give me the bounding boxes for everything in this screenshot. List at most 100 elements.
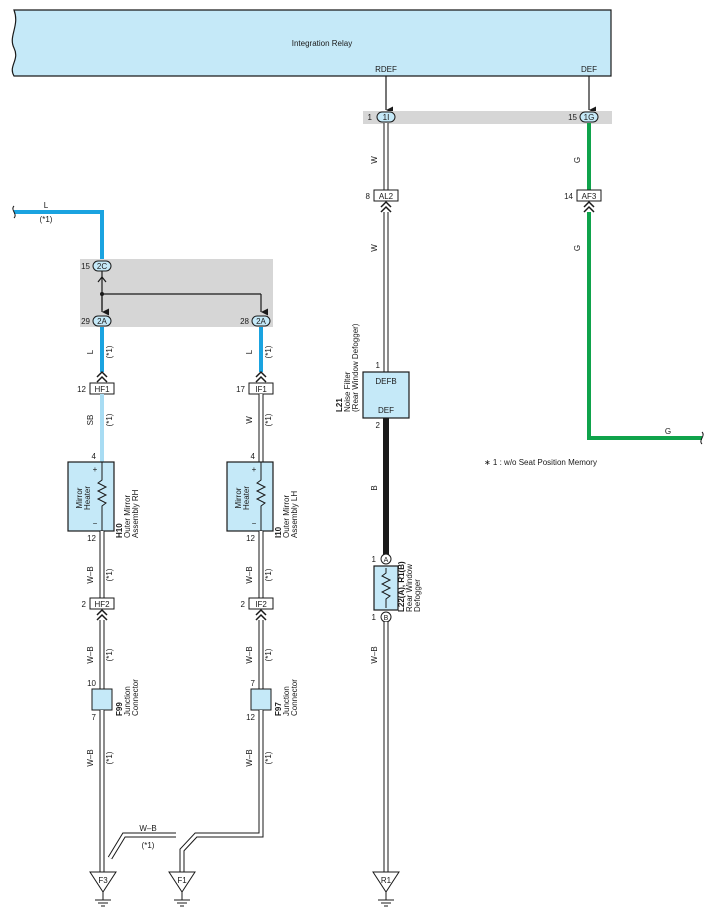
svg-text:F1: F1 <box>177 876 187 885</box>
def-wire-2-label: G <box>573 245 582 251</box>
rh-wire-2-note: (*1) <box>105 413 114 426</box>
def-wire-2 <box>587 212 702 440</box>
svg-text:Mirror: Mirror <box>234 487 243 508</box>
connector-hf1: HF1 12 <box>77 382 115 395</box>
svg-text:F99: F99 <box>115 702 124 716</box>
svg-text:12: 12 <box>246 713 255 722</box>
svg-text:Defogger: Defogger <box>413 579 422 612</box>
svg-text:(Rear Window Defogger): (Rear Window Defogger) <box>351 323 360 412</box>
noise-filter-l21: DEFB DEF L21 Noise Filter (Rear Window D… <box>335 323 410 419</box>
svg-text:1: 1 <box>372 555 377 564</box>
junction-block <box>363 111 612 124</box>
junction-connector-f99: 10 7 F99 Junction Connector <box>87 679 140 722</box>
connector-1i: 1I 1 <box>368 111 396 123</box>
rh-wire-4-label: W–B <box>86 646 95 663</box>
svg-text:Assembly LH: Assembly LH <box>290 491 299 538</box>
lh-wire-2-label: W <box>245 416 254 424</box>
connector-af3: AF3 14 <box>564 189 602 213</box>
svg-text:Connector: Connector <box>131 679 140 716</box>
merge-wire <box>107 832 176 860</box>
lh-wire-4-note: (*1) <box>264 648 273 661</box>
rdef-wire-3-label: B <box>370 485 379 490</box>
svg-text:17: 17 <box>236 385 245 394</box>
svg-text:2C: 2C <box>97 262 107 271</box>
rdef-wire-4-label: W–B <box>370 646 379 663</box>
svg-text:I10: I10 <box>274 526 283 538</box>
lh-wire-3-label: W–B <box>245 566 254 583</box>
connector-hf2: HF2 2 <box>82 597 115 621</box>
svg-text:Outer Mirror: Outer Mirror <box>282 495 291 538</box>
svg-text:Assembly RH: Assembly RH <box>131 489 140 538</box>
def-wire-break <box>700 431 704 445</box>
rh-wire-3-note: (*1) <box>105 568 114 581</box>
connector-1g: 1G 15 <box>568 111 599 123</box>
def-wire-3-label: G <box>665 427 671 436</box>
merge-wire-note: (*1) <box>142 841 155 850</box>
rh-heater-pin-top: 4 <box>92 452 97 461</box>
svg-text:H10: H10 <box>115 523 124 538</box>
rh-wire-1-label: L <box>86 349 95 354</box>
rh-wire-1-note: (*1) <box>105 345 114 358</box>
svg-text:DEF: DEF <box>378 406 394 415</box>
svg-text:Connector: Connector <box>290 679 299 716</box>
svg-text:F97: F97 <box>274 702 283 716</box>
svg-text:L22(A), R1(B): L22(A), R1(B) <box>397 561 406 612</box>
svg-text:AL2: AL2 <box>379 192 394 201</box>
svg-text:1I: 1I <box>383 113 390 122</box>
svg-text:7: 7 <box>251 679 256 688</box>
svg-text:10: 10 <box>87 679 96 688</box>
rh-wire-5-note: (*1) <box>105 751 114 764</box>
svg-text:+: + <box>93 465 98 474</box>
joint-wiring <box>97 271 269 316</box>
relay-rdef-label: RDEF <box>375 65 397 74</box>
ground-r1: R1 <box>372 871 400 907</box>
joint-block <box>80 259 273 327</box>
relay-def-label: DEF <box>581 65 597 74</box>
svg-text:1: 1 <box>372 613 377 622</box>
connector-2c: 2C 15 <box>81 260 112 272</box>
svg-text:B: B <box>384 615 389 622</box>
connector-2a-rh: 2A 29 <box>81 315 112 327</box>
mirror-heater-lh: + − Mirror Heater I10 Outer Mirror Assem… <box>226 461 299 538</box>
svg-text:12: 12 <box>77 385 86 394</box>
svg-text:IF1: IF1 <box>255 385 267 394</box>
rh-wire-5-label: W–B <box>86 749 95 766</box>
left-feed-break <box>12 205 16 219</box>
svg-text:29: 29 <box>81 317 90 326</box>
svg-text:DEFB: DEFB <box>375 377 396 386</box>
svg-text:F3: F3 <box>98 876 108 885</box>
lh-wire-1-label: L <box>245 349 254 354</box>
junction-connector-f97: 7 12 F97 Junction Connector <box>246 679 299 722</box>
svg-text:28: 28 <box>240 317 249 326</box>
mirror-heater-rh: + − Mirror Heater H10 Outer Mirror Assem… <box>67 461 140 538</box>
svg-text:15: 15 <box>568 113 577 122</box>
svg-text:+: + <box>252 465 257 474</box>
left-feed-note: (*1) <box>40 215 53 224</box>
rh-wire-4-note: (*1) <box>105 648 114 661</box>
svg-text:AF3: AF3 <box>582 192 597 201</box>
svg-text:Outer Mirror: Outer Mirror <box>123 495 132 538</box>
connector-2a-lh: 2A 28 <box>240 315 271 327</box>
ground-f3: F3 <box>89 871 117 907</box>
rear-window-defogger: 1 A B 1 L22(A), R1(B) Rear Window Defogg… <box>372 553 422 623</box>
lh-heater-pin-bottom: 12 <box>246 534 255 543</box>
left-feed-wire <box>14 210 104 259</box>
svg-text:R1: R1 <box>381 876 392 885</box>
lh-wire-5-label: W–B <box>245 749 254 766</box>
svg-text:2A: 2A <box>256 317 266 326</box>
svg-text:2: 2 <box>241 600 246 609</box>
rh-wire-2-label: SB <box>86 415 95 426</box>
connector-if2: IF2 2 <box>241 597 274 621</box>
rh-wire-3-label: W–B <box>86 566 95 583</box>
svg-text:Heater: Heater <box>83 486 92 510</box>
svg-text:14: 14 <box>564 192 573 201</box>
connector-al2: AL2 8 <box>366 189 399 213</box>
footnote: ∗ 1 : w/o Seat Position Memory <box>484 458 597 467</box>
svg-text:2: 2 <box>82 600 87 609</box>
svg-text:8: 8 <box>366 192 371 201</box>
svg-text:7: 7 <box>92 713 97 722</box>
noise-filter-pin-out: 2 <box>376 421 381 430</box>
svg-text:2A: 2A <box>97 317 107 326</box>
def-wire-1-label: G <box>573 157 582 163</box>
